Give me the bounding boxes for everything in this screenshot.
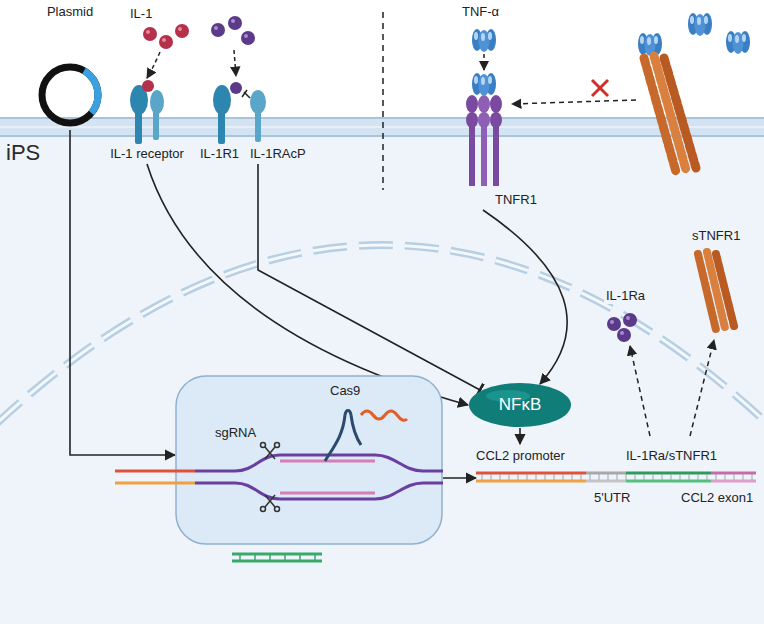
node-label: Plasmid [47,4,93,20]
node-label: CCL2 exon1 [681,490,753,506]
il1-ligands [143,24,189,78]
cas9-complex-shape [175,375,443,545]
donor-dna-fragment [232,554,322,561]
node-label: Cas9 [330,383,360,399]
plasmid: Plasmid [38,4,102,130]
node-label: CCL2 promoter [476,448,565,464]
soluble-tnfr1-decoy [512,56,696,172]
receptor: IL-1 receptor [95,62,199,164]
receptor-complex: IL-1R1 IL-1RAcP [200,62,312,164]
secreted-stnfr1 [698,252,734,330]
node-label: 5'UTR [594,490,630,506]
label: sTNFR1 [690,228,742,244]
inhibition-line [258,164,480,390]
connector-arrow [483,210,567,384]
node-label: IL-1RAcP [250,146,306,162]
receptor: TNFR1 [445,70,545,210]
divider-line [383,12,384,190]
secreted-il1ra [607,313,637,342]
il1r1-il1racp-symbol [213,82,266,144]
cell-membrane [0,118,764,136]
connector-arrow [70,130,175,455]
connector-arrow [519,428,521,444]
label: TNF-α [462,4,499,20]
secretion-arrows [630,340,714,436]
node-label: NFκB [499,395,542,415]
cas9-complex: Cas9 sgRNA [175,375,443,545]
connector-arrow [147,164,468,405]
tnf-alpha-trimers [472,13,750,70]
dna-construct: CCL2 promoter 5'UTR IL-1Ra/sTNFR1CCL2 exon… [476,444,758,508]
il1ra-ligands [211,16,255,76]
node-label: sgRNA [215,425,256,441]
il1-receptor-symbol [130,80,164,144]
tnfr1-symbol [466,73,502,186]
label: IL-1 [130,6,152,22]
node-label: IL-1 receptor [110,146,184,162]
node-label: TNFR1 [495,192,537,208]
label: IL-1Ra [604,288,647,304]
label: iPS [6,140,40,166]
transcription-factor: NFκB [468,382,572,428]
node-label: IL-1R1 [200,146,239,162]
cell-interior [0,136,764,624]
node-label: IL-1Ra/sTNFR1 [626,448,717,464]
plasmid-ring [42,67,98,123]
connector-arrow [443,477,476,479]
